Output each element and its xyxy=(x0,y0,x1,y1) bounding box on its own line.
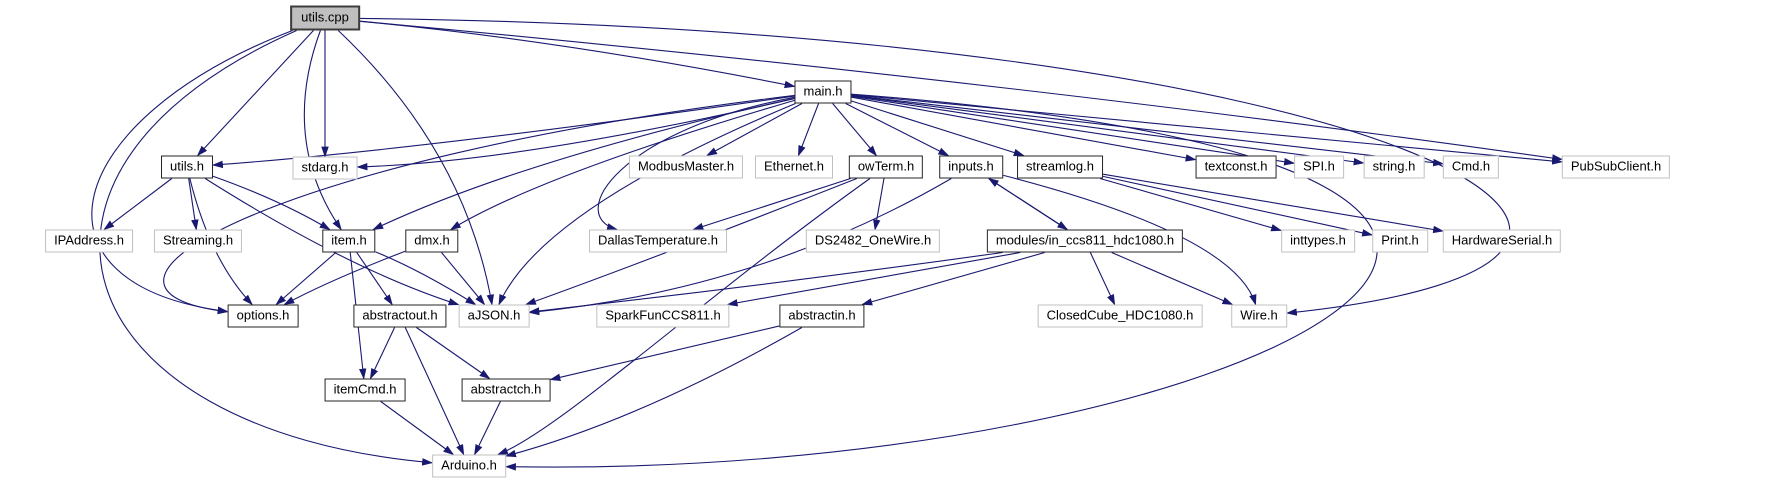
edge-main_h-to-ajson_h xyxy=(498,102,796,306)
node-inputs-h[interactable]: inputs.h xyxy=(939,155,1003,179)
node-stdarg-h: stdarg.h xyxy=(292,156,358,180)
edge-main_h-to-inputs_h xyxy=(845,103,950,156)
edge-utils_cpp-to-wire_h xyxy=(359,17,1511,316)
node-print-h: Print.h xyxy=(1372,229,1428,253)
node-ds2482-onewire-h: DS2482_OneWire.h xyxy=(805,229,941,253)
edge-abstractout_h-to-arduino_h xyxy=(404,327,465,456)
edge-main_h-to-streamlog_h xyxy=(851,100,1025,157)
edge-owterm_h-to-arduino_h xyxy=(497,178,871,456)
node-string-h: string.h xyxy=(1363,155,1425,179)
node-closedcube-hdc1080-h: ClosedCube_HDC1080.h xyxy=(1037,304,1203,328)
node-spi-h: SPI.h xyxy=(1294,155,1344,179)
edge-dmx_h-to-options_h xyxy=(283,250,406,306)
edge-utils_cpp-to-arduino_h xyxy=(99,29,434,466)
edge-main_h-to-spi_h xyxy=(851,95,1296,166)
edge-item_h-to-abstractout_h xyxy=(356,252,393,306)
edge-streamlog_h-to-hardwareserial_h xyxy=(1102,173,1445,234)
edge-modules_h-to-inputs_h xyxy=(987,177,1068,230)
edge-utils_h-to-streaming_h xyxy=(188,178,199,231)
node-options-h[interactable]: options.h xyxy=(227,304,299,328)
edge-main_h-to-stdarg_h xyxy=(356,98,795,171)
node-main-h[interactable]: main.h xyxy=(794,80,852,104)
node-abstractch-h[interactable]: abstractch.h xyxy=(461,378,551,402)
edge-owterm_h-to-ds2482_onewire_h xyxy=(873,178,885,231)
edge-modules_h-to-closedcube_h xyxy=(1089,252,1116,306)
edge-utils_cpp-to-item_h xyxy=(303,30,342,231)
edge-streamlog_h-to-print_h xyxy=(1102,175,1374,237)
edge-main_h-to-pubsubclient_h xyxy=(851,94,1564,165)
edge-utils_cpp-to-ajson_h xyxy=(337,30,494,306)
edge-itemcmd_h-to-arduino_h xyxy=(380,401,455,456)
edge-item_h-to-options_h xyxy=(275,252,337,306)
edge-item_h-to-ajson_h xyxy=(375,251,477,306)
node-utils-h[interactable]: utils.h xyxy=(161,155,213,179)
edge-modules_h-to-sparkfunccs811_h xyxy=(726,251,1021,307)
node-ajson-h: aJSON.h xyxy=(458,304,530,328)
edge-utils_cpp-to-main_h xyxy=(359,20,796,89)
edge-abstractout_h-to-abstractch_h xyxy=(416,327,491,380)
edge-main_h-to-dallastemperature_h xyxy=(597,96,795,231)
node-arduino-h: Arduino.h xyxy=(432,454,506,478)
node-streaming-h: Streaming.h xyxy=(153,229,243,253)
edge-utils_cpp-to-options_h xyxy=(91,29,293,314)
edge-dmx_h-to-ajson_h xyxy=(441,252,486,306)
node-dallastemperature-h: DallasTemperature.h xyxy=(589,229,727,253)
edge-abstractin_h-to-arduino_h xyxy=(504,327,803,458)
edge-utils_cpp-to-pubsubclient_h xyxy=(359,20,1564,162)
node-itemcmd-h[interactable]: itemCmd.h xyxy=(324,378,406,402)
node-inttypes-h: inttypes.h xyxy=(1281,229,1355,253)
node-streamlog-h[interactable]: streamlog.h xyxy=(1017,155,1103,179)
edge-main_h-to-utils_h xyxy=(211,95,795,169)
edge-modules_h-to-abstractin_h xyxy=(861,251,1045,306)
edge-abstractch_h-to-arduino_h xyxy=(474,401,501,456)
edge-main_h-to-ethernet_h xyxy=(797,103,820,157)
node-utils-cpp: utils.cpp xyxy=(290,5,360,31)
node-wire-h: Wire.h xyxy=(1231,304,1287,328)
node-pubsubclient-h: PubSubClient.h xyxy=(1561,155,1671,179)
node-owterm-h[interactable]: owTerm.h xyxy=(848,155,924,179)
edge-abstractout_h-to-itemcmd_h xyxy=(369,327,396,380)
edge-streamlog_h-to-inttypes_h xyxy=(1099,177,1283,232)
edge-utils_h-to-ipaddress_h xyxy=(103,178,173,231)
edge-utils_h-to-ajson_h xyxy=(204,178,460,306)
node-textconst-h[interactable]: textconst.h xyxy=(1195,155,1277,179)
edge-main_h-to-textconst_h xyxy=(851,96,1197,162)
edge-main_h-to-modbusmaster_h xyxy=(706,103,803,157)
edge-main_h-to-dmx_h xyxy=(449,99,795,231)
edge-utils_h-to-item_h xyxy=(212,175,331,231)
node-modbusmaster-h: ModbusMaster.h xyxy=(628,155,744,179)
edge-abstractin_h-to-abstractch_h xyxy=(549,325,780,381)
node-abstractin-h[interactable]: abstractin.h xyxy=(779,304,865,328)
node-hardwareserial-h: HardwareSerial.h xyxy=(1442,229,1562,253)
node-ipaddress-h: IPAddress.h xyxy=(45,229,133,253)
node-modules-in-ccs811-hdc1080-h[interactable]: modules/in_ccs811_hdc1080.h xyxy=(986,229,1184,253)
edge-main_h-to-string_h xyxy=(851,95,1365,166)
edge-main_h-to-owterm_h xyxy=(832,103,878,157)
node-cmd-h: Cmd.h xyxy=(1442,155,1500,179)
edge-main_h-to-cmd_h xyxy=(851,94,1445,167)
node-sparkfunccs811-h: SparkFunCCS811.h xyxy=(596,304,730,328)
edge-utils_cpp-to-utils_h xyxy=(196,30,314,157)
edge-main_h-to-options_h xyxy=(163,94,795,315)
edge-owterm_h-to-dallastemperature_h xyxy=(692,177,851,231)
edge-modules_h-to-ajson_h xyxy=(528,251,1003,315)
node-dmx-h[interactable]: dmx.h xyxy=(405,229,459,253)
node-abstractout-h[interactable]: abstractout.h xyxy=(353,304,447,328)
edge-main_h-to-arduino_h xyxy=(504,93,1378,471)
node-ethernet-h: Ethernet.h xyxy=(755,155,833,179)
edge-modules_h-to-wire_h xyxy=(1111,251,1234,306)
node-item-h[interactable]: item.h xyxy=(322,229,376,253)
